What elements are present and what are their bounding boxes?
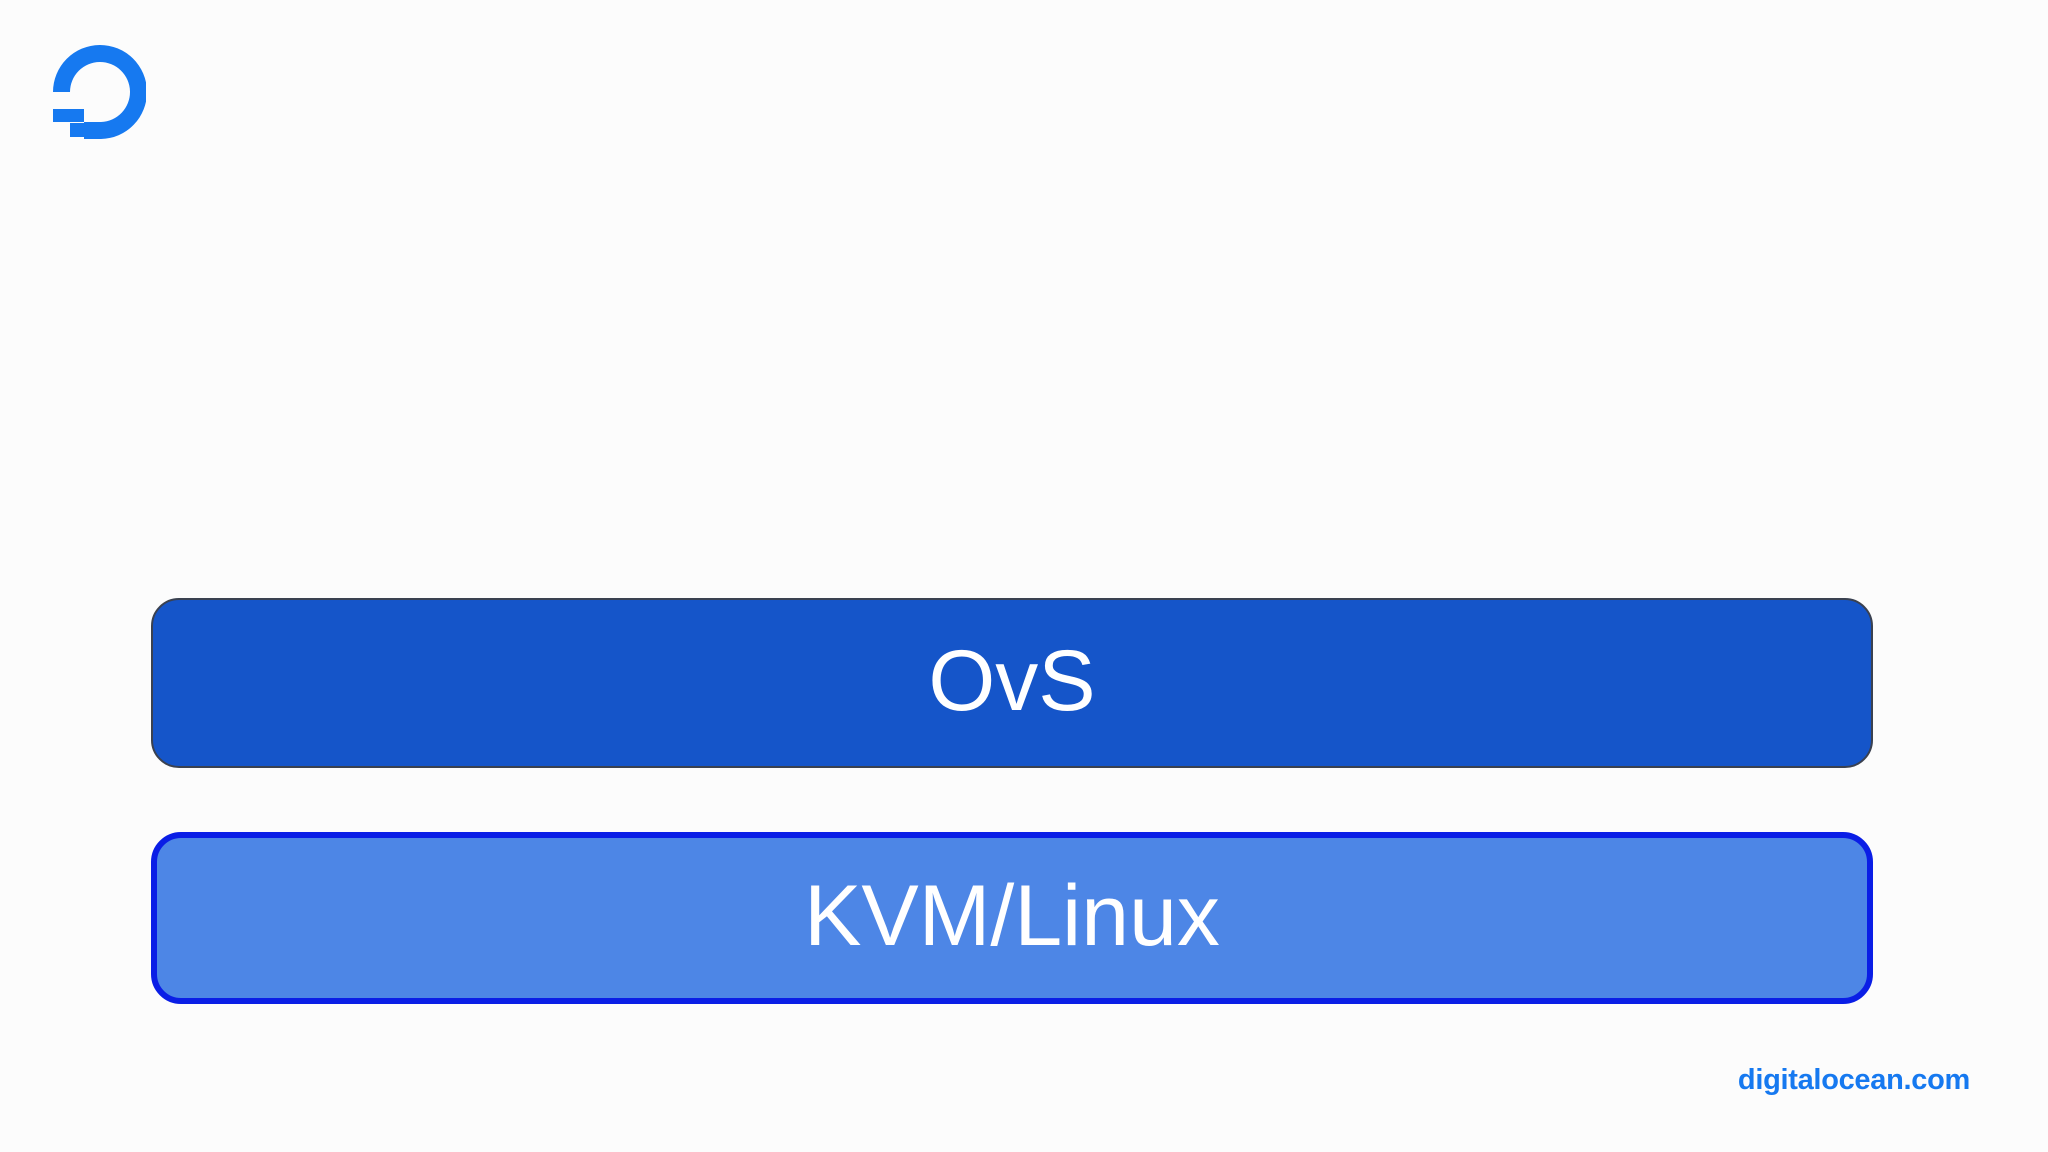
ovs-layer-label: OvS bbox=[928, 633, 1096, 729]
kvm-linux-layer-label: KVM/Linux bbox=[804, 868, 1220, 964]
ovs-layer-box: OvS bbox=[151, 598, 1873, 768]
digitalocean-logo-icon bbox=[44, 43, 147, 143]
footer-brand-url: digitalocean.com bbox=[1737, 1064, 1970, 1096]
kvm-linux-layer-box: KVM/Linux bbox=[151, 832, 1873, 1004]
